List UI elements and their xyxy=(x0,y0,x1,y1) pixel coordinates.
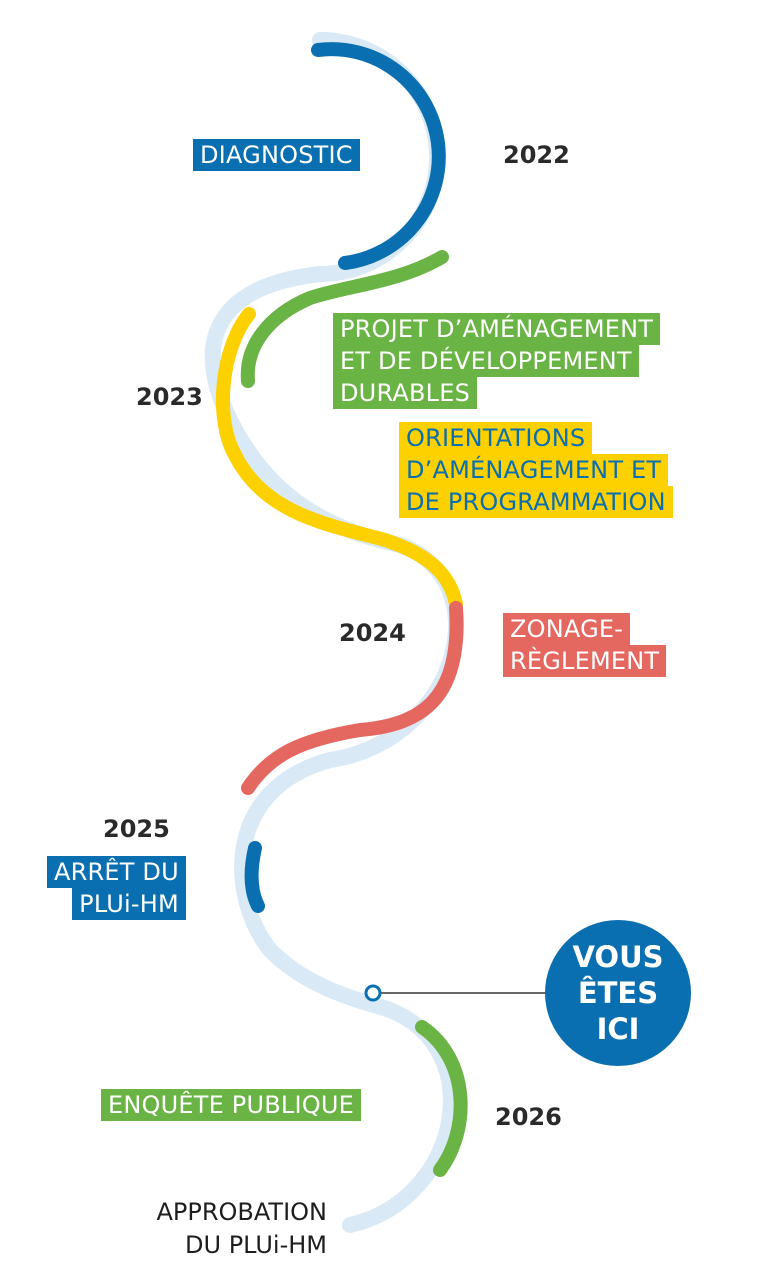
phase-padd-line-1-wrap: PROJET D’AMÉNAGEMENT xyxy=(333,313,661,345)
you-are-here-badge: VOUS ÊTES ICI xyxy=(545,920,691,1066)
phase-enquete: ENQUÊTE PUBLIQUE xyxy=(101,1089,361,1121)
phase-oap-line-2-wrap: D’AMÉNAGEMENT ET xyxy=(399,454,673,486)
phase-oap-line-1-wrap: ORIENTATIONS xyxy=(399,422,673,454)
phase-zonage-line-2: RÈGLEMENT xyxy=(503,645,667,677)
phase-arret-line-2: PLUi-HM xyxy=(72,888,186,920)
phase-enquete-line-1-wrap: ENQUÊTE PUBLIQUE xyxy=(101,1089,361,1121)
phase-enquete-line-1: ENQUÊTE PUBLIQUE xyxy=(101,1089,361,1121)
phase-oap-line-1: ORIENTATIONS xyxy=(399,422,593,454)
year-2026: 2026 xyxy=(495,1103,562,1131)
arc-diagnostic xyxy=(311,42,446,270)
current-position-marker xyxy=(364,984,382,1002)
year-2022: 2022 xyxy=(503,141,570,169)
badge-line-3: ICI xyxy=(596,1012,640,1046)
arc-enquete xyxy=(415,1020,468,1177)
phase-oap-line-3: DE PROGRAMMATION xyxy=(399,486,673,518)
phase-padd-line-3: DURABLES xyxy=(333,377,478,409)
year-2024: 2024 xyxy=(339,619,406,647)
phase-diagnostic: DIAGNOSTIC xyxy=(193,139,360,171)
phase-padd-line-2-wrap: ET DE DÉVELOPPEMENT xyxy=(333,345,660,377)
phase-zonage-line-1: ZONAGE- xyxy=(503,613,631,645)
phase-diagnostic-line-1-wrap: DIAGNOSTIC xyxy=(193,139,360,171)
approbation-line-2: DU PLUi-HM xyxy=(185,1231,327,1259)
phase-arret-line-2-wrap: PLUi-HM xyxy=(47,888,186,920)
phase-padd-line-3-wrap: DURABLES xyxy=(333,377,660,409)
arc-oap xyxy=(215,307,463,611)
phase-zonage-line-2-wrap: RÈGLEMENT xyxy=(503,645,667,677)
phase-arret-line-1-wrap: ARRÊT DU xyxy=(47,856,186,888)
phase-diagnostic-line-1: DIAGNOSTIC xyxy=(193,139,360,171)
year-2025: 2025 xyxy=(103,815,170,843)
phase-zonage-line-1-wrap: ZONAGE- xyxy=(503,613,666,645)
phase-oap-line-3-wrap: DE PROGRAMMATION xyxy=(399,486,673,518)
arc-zonage xyxy=(241,601,464,795)
phase-oap-line-2: D’AMÉNAGEMENT ET xyxy=(399,454,669,486)
phase-approbation: APPROBATION DU PLUi-HM xyxy=(130,1196,327,1262)
phase-padd-line-2: ET DE DÉVELOPPEMENT xyxy=(333,345,639,377)
arc-arret xyxy=(244,841,265,913)
year-2023: 2023 xyxy=(136,383,203,411)
arc-padd xyxy=(240,250,449,388)
badge-line-1: VOUS xyxy=(572,940,664,974)
badge-line-2: ÊTES xyxy=(577,976,659,1010)
phase-zonage: ZONAGE-RÈGLEMENT xyxy=(503,613,667,677)
approbation-line-1: APPROBATION xyxy=(156,1198,327,1226)
phase-padd-line-1: PROJET D’AMÉNAGEMENT xyxy=(333,313,661,345)
phase-arret-line-1: ARRÊT DU xyxy=(47,856,186,888)
